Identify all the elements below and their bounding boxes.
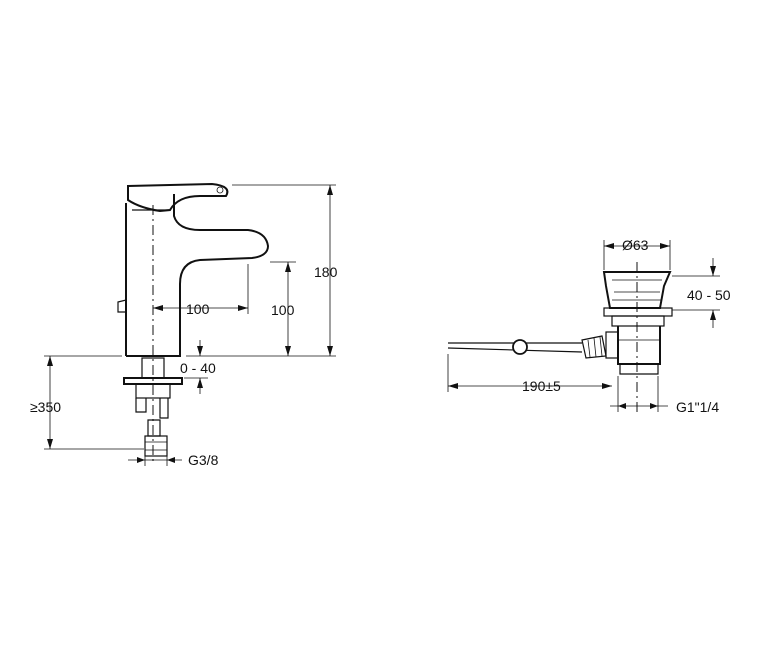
dimension-thread: G1"1/4 [610, 376, 719, 415]
dimension-connection: G3/8 [128, 452, 219, 468]
faucet-body [117, 194, 270, 357]
faucet-drawing: 180 100 100 0 - 40 [30, 182, 338, 468]
dimension-diameter: Ø63 [603, 237, 671, 270]
dimension-reach: 100 [153, 264, 249, 317]
mounting-hardware [123, 357, 183, 457]
connection-label: G3/8 [188, 452, 219, 468]
drain-height-label: 40 - 50 [687, 287, 731, 303]
hose-length-label: ≥350 [30, 399, 61, 415]
spout-height-label: 100 [271, 302, 295, 318]
dimension-spout-height: 100 [270, 261, 296, 356]
pull-rod [447, 331, 619, 359]
deck-label: 0 - 40 [180, 360, 216, 376]
thread-label: G1"1/4 [676, 399, 719, 415]
dimension-rod-length: 190±5 [447, 354, 612, 394]
drain-drawing: Ø63 40 - 50 190±5 G1"1/4 [447, 237, 731, 415]
rod-length-label: 190±5 [522, 378, 561, 394]
dimension-drain-height: 40 - 50 [672, 258, 731, 328]
reach-label: 100 [186, 301, 210, 317]
dimension-height: 180 [186, 184, 338, 357]
height-label: 180 [314, 264, 338, 280]
dimension-deck: 0 - 40 [180, 340, 216, 394]
diameter-label: Ø63 [622, 237, 649, 253]
lever-handle [125, 182, 229, 356]
dimension-hose-length: ≥350 [30, 355, 144, 450]
drain-body [602, 271, 673, 375]
